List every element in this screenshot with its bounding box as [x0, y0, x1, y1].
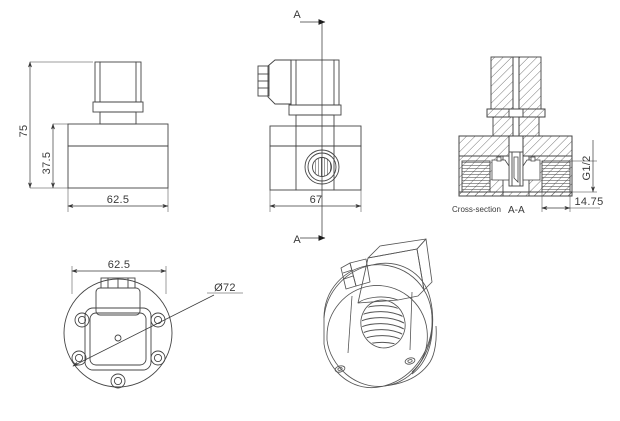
- front-stem: [99, 111, 137, 125]
- view-bottom-plan: [63, 277, 173, 389]
- plan-coil-outline: [95, 287, 141, 316]
- side-collar: [288, 104, 342, 116]
- dim-label-overall-height: 75: [18, 125, 30, 138]
- dim-label-body-height: 37.5: [41, 152, 53, 175]
- dim-label-overall-depth: 67: [310, 194, 323, 206]
- view-side-elevation: [257, 59, 362, 191]
- section-body-upper-r: [522, 135, 573, 157]
- side-stem: [295, 114, 335, 127]
- bolt-hole: [150, 312, 166, 328]
- section-marker-label-bottom: A: [293, 234, 301, 246]
- front-dimensions: [27, 61, 169, 212]
- side-coil-body: [290, 59, 340, 106]
- side-din-connector: [267, 59, 292, 105]
- front-collar: [92, 101, 144, 113]
- plan-center-mark: [114, 334, 122, 342]
- iso-port-outer: [360, 299, 406, 349]
- iso-body-right-edge: [411, 315, 433, 375]
- section-dimensions: [541, 140, 600, 212]
- side-valve-body: [269, 125, 362, 191]
- cross-section-caption: Cross-section: [452, 205, 501, 214]
- section-plunger-taper: [513, 156, 519, 183]
- iso-port-thread-hatch: [358, 305, 405, 348]
- section-stem-right: [518, 116, 540, 137]
- dim-label-thread-length: 14.75: [574, 196, 603, 208]
- section-groove-left: [496, 156, 502, 162]
- dim-label-body-width: 62.5: [107, 194, 130, 206]
- section-passage-left: [491, 159, 510, 181]
- section-passage-right: [522, 159, 541, 181]
- section-coil-left: [490, 56, 514, 110]
- iso-screw-holes: [334, 357, 416, 373]
- dim-label-plan-width: 62.5: [108, 259, 131, 271]
- iso-port-boss-edge: [347, 295, 353, 354]
- iso-screw: [334, 365, 346, 373]
- front-coil-body: [94, 61, 142, 103]
- section-thread-left: [461, 160, 491, 193]
- bolt-hole: [150, 350, 166, 366]
- view-cross-section: [458, 56, 573, 197]
- section-marker-label-top: A: [293, 9, 301, 21]
- view-front-elevation: [67, 61, 169, 189]
- bolt-hole: [74, 312, 90, 328]
- iso-body-bottom-sweep: [383, 325, 437, 387]
- iso-coil-lower-edge: [357, 296, 399, 304]
- bolt-hole: [71, 350, 87, 366]
- view-isometric: [323, 238, 437, 388]
- section-thread-right: [541, 160, 571, 193]
- iso-body-back-profile: [371, 262, 434, 373]
- section-groove-right: [530, 156, 536, 162]
- section-coil-core: [512, 56, 520, 110]
- iso-screw: [404, 357, 416, 365]
- section-body-upper-l: [458, 135, 510, 157]
- iso-coil-housing: [357, 248, 425, 304]
- iso-connector-pins: [340, 262, 357, 290]
- section-stem-left: [492, 116, 514, 137]
- bolt-hole: [110, 373, 126, 389]
- iso-flange-rim: [326, 285, 428, 387]
- cross-section-caption-aa: A-A: [508, 205, 525, 216]
- dim-label-thread-size: G1/2: [581, 155, 593, 180]
- plan-dimensions: [71, 266, 243, 367]
- section-collar-hatch-r: [522, 108, 546, 118]
- plan-flange-circle: [63, 278, 173, 388]
- front-valve-body: [67, 123, 169, 189]
- iso-port-boss-edge-right: [409, 291, 413, 351]
- side-section-line-group: [300, 19, 326, 241]
- section-coil-right: [518, 56, 542, 110]
- side-dimensions: [269, 190, 362, 212]
- iso-body-top-sweep: [323, 264, 373, 319]
- iso-coil-right-face: [416, 238, 433, 291]
- dim-label-flange-diameter: Ø72: [214, 282, 236, 294]
- section-collar-hatch-l: [486, 108, 510, 118]
- section-base-hatch: [458, 191, 573, 197]
- plan-body-inner: [89, 312, 147, 366]
- dim-diameter-leader: [72, 294, 215, 367]
- plan-body-outer: [84, 307, 152, 371]
